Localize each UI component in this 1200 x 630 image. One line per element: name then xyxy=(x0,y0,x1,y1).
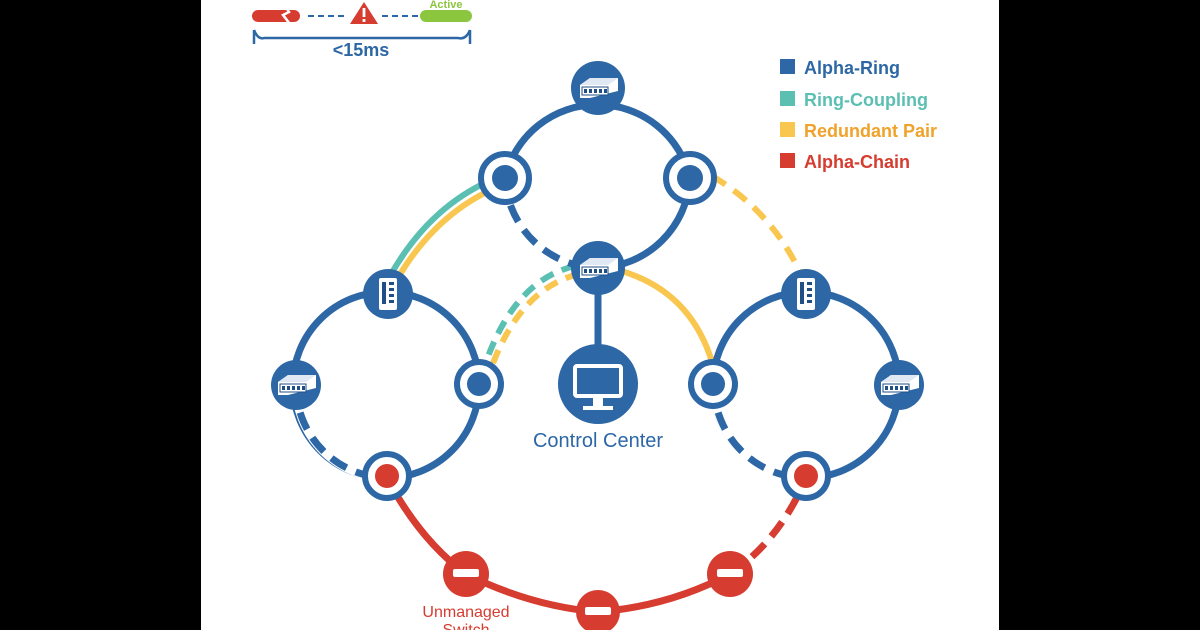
warning-triangle-icon xyxy=(350,2,378,24)
top-ring-coupling-port-left[interactable] xyxy=(478,151,532,205)
active-label: Active xyxy=(429,0,462,11)
control-center-label: Control Center xyxy=(533,430,663,452)
din-rail-switch-icon xyxy=(797,278,815,310)
right-ring-chain-port[interactable] xyxy=(781,451,831,501)
legend-swatch xyxy=(780,153,795,168)
active-cable-icon xyxy=(420,10,472,22)
legend: Alpha-Ring Ring-Coupling Redundant Pair … xyxy=(780,58,937,172)
legend-swatch xyxy=(780,59,795,74)
left-ring-din-switch[interactable] xyxy=(363,269,413,319)
top-ring-coupling-port-right[interactable] xyxy=(663,151,717,205)
unmanaged-switch-label-line2: Switch xyxy=(442,622,489,630)
legend-swatch xyxy=(780,91,795,106)
unmanaged-switch-label-line1: Unmanaged xyxy=(422,604,509,621)
top-ring-switch-bottom[interactable] xyxy=(571,241,625,295)
legend-label: Alpha-Chain xyxy=(804,152,910,172)
monitor-icon xyxy=(573,364,623,410)
legend-item-redundant-pair: Redundant Pair xyxy=(780,121,937,141)
legend-label: Redundant Pair xyxy=(804,121,937,141)
legend-item-ring-coupling: Ring-Coupling xyxy=(780,90,928,110)
control-center-node[interactable] xyxy=(558,344,638,424)
port-dot xyxy=(701,372,725,396)
port-dot xyxy=(467,372,491,396)
unmanaged-switch-icon xyxy=(585,607,611,615)
legend-item-alpha-chain: Alpha-Chain xyxy=(780,152,910,172)
din-rail-switch-icon xyxy=(379,278,397,310)
legend-swatch xyxy=(780,122,795,137)
left-ring-coupling-port[interactable] xyxy=(454,359,504,409)
port-dot xyxy=(375,464,399,488)
chain-unmanaged-switch-right[interactable] xyxy=(707,551,753,597)
legend-label: Ring-Coupling xyxy=(804,90,928,110)
chain-unmanaged-switch-left[interactable] xyxy=(443,551,489,597)
right-ring-switch[interactable] xyxy=(874,360,924,410)
redundant-pair-dashed-link xyxy=(489,271,580,368)
time-bracket xyxy=(252,29,472,40)
failover-time-label: <15ms xyxy=(333,40,390,60)
redundant-pair-link xyxy=(617,267,715,363)
port-dot xyxy=(492,165,518,191)
broken-cable-icon xyxy=(252,3,300,25)
redundant-pair-dashed-link xyxy=(710,173,803,274)
unmanaged-switch-icon xyxy=(453,569,479,577)
right-ring-coupling-port[interactable] xyxy=(688,359,738,409)
chain-unmanaged-switch-center[interactable] xyxy=(576,590,620,630)
left-ring-chain-port[interactable] xyxy=(362,451,412,501)
ring-coupling-dashed-link xyxy=(483,263,576,364)
right-ring-din-switch[interactable] xyxy=(781,269,831,319)
unmanaged-switch-icon xyxy=(717,569,743,577)
legend-item-alpha-ring: Alpha-Ring xyxy=(780,58,900,78)
legend-label: Alpha-Ring xyxy=(804,58,900,78)
top-ring-switch-top[interactable] xyxy=(571,61,625,115)
node-circle xyxy=(558,344,638,424)
port-dot xyxy=(677,165,703,191)
left-ring-switch[interactable] xyxy=(271,360,321,410)
port-dot xyxy=(794,464,818,488)
failover-indicator: Active <15ms xyxy=(252,0,472,60)
